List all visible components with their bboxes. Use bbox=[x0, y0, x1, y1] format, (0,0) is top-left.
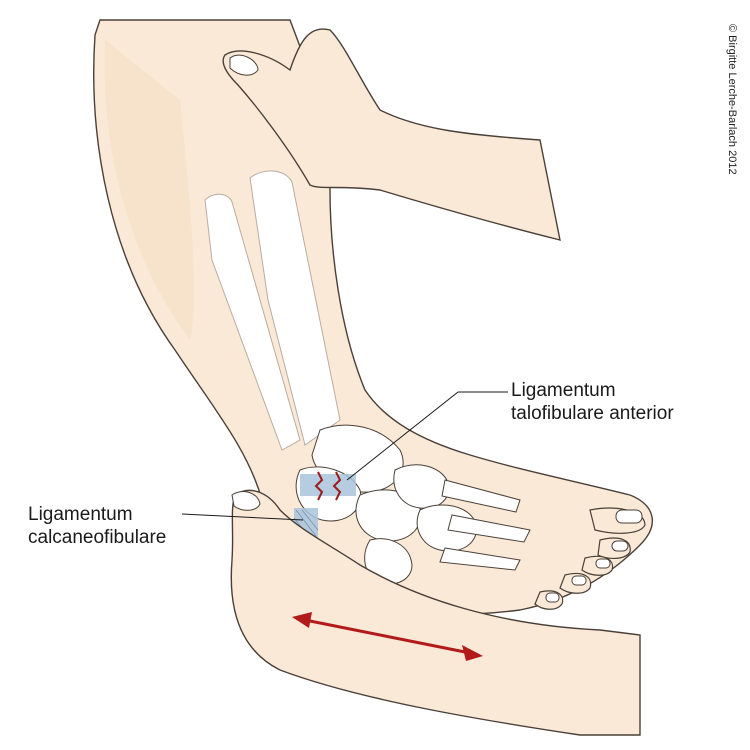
leg-silhouette bbox=[93, 19, 653, 616]
label-calcaneofibulare-line1: Ligamentum bbox=[28, 504, 133, 525]
upper-hand bbox=[222, 28, 561, 241]
label-talofibulare-line1: Ligamentum bbox=[511, 380, 616, 401]
label-talofibulare-line2: talofibulare anterior bbox=[511, 403, 674, 424]
fibula-bone bbox=[204, 193, 301, 451]
lower-hand bbox=[230, 489, 641, 736]
calf-shading bbox=[104, 40, 195, 340]
anterior-talofibular-ligament bbox=[300, 471, 356, 501]
double-headed-arrow-icon bbox=[292, 612, 483, 661]
label-calcaneofibulare-line2: calcaneofibulare bbox=[28, 527, 167, 548]
thumbnail bbox=[229, 54, 259, 76]
leader-line-talofibulare bbox=[346, 391, 459, 481]
copyright-notice: © Birgitte Lerche-Barlach 2012 bbox=[726, 24, 738, 175]
lower-thumbnail bbox=[231, 491, 261, 511]
toenails bbox=[545, 509, 643, 603]
ligament-tear-icon bbox=[314, 471, 342, 501]
leader-line-calcaneofibulare bbox=[181, 513, 304, 521]
tibia-bone bbox=[249, 170, 341, 446]
